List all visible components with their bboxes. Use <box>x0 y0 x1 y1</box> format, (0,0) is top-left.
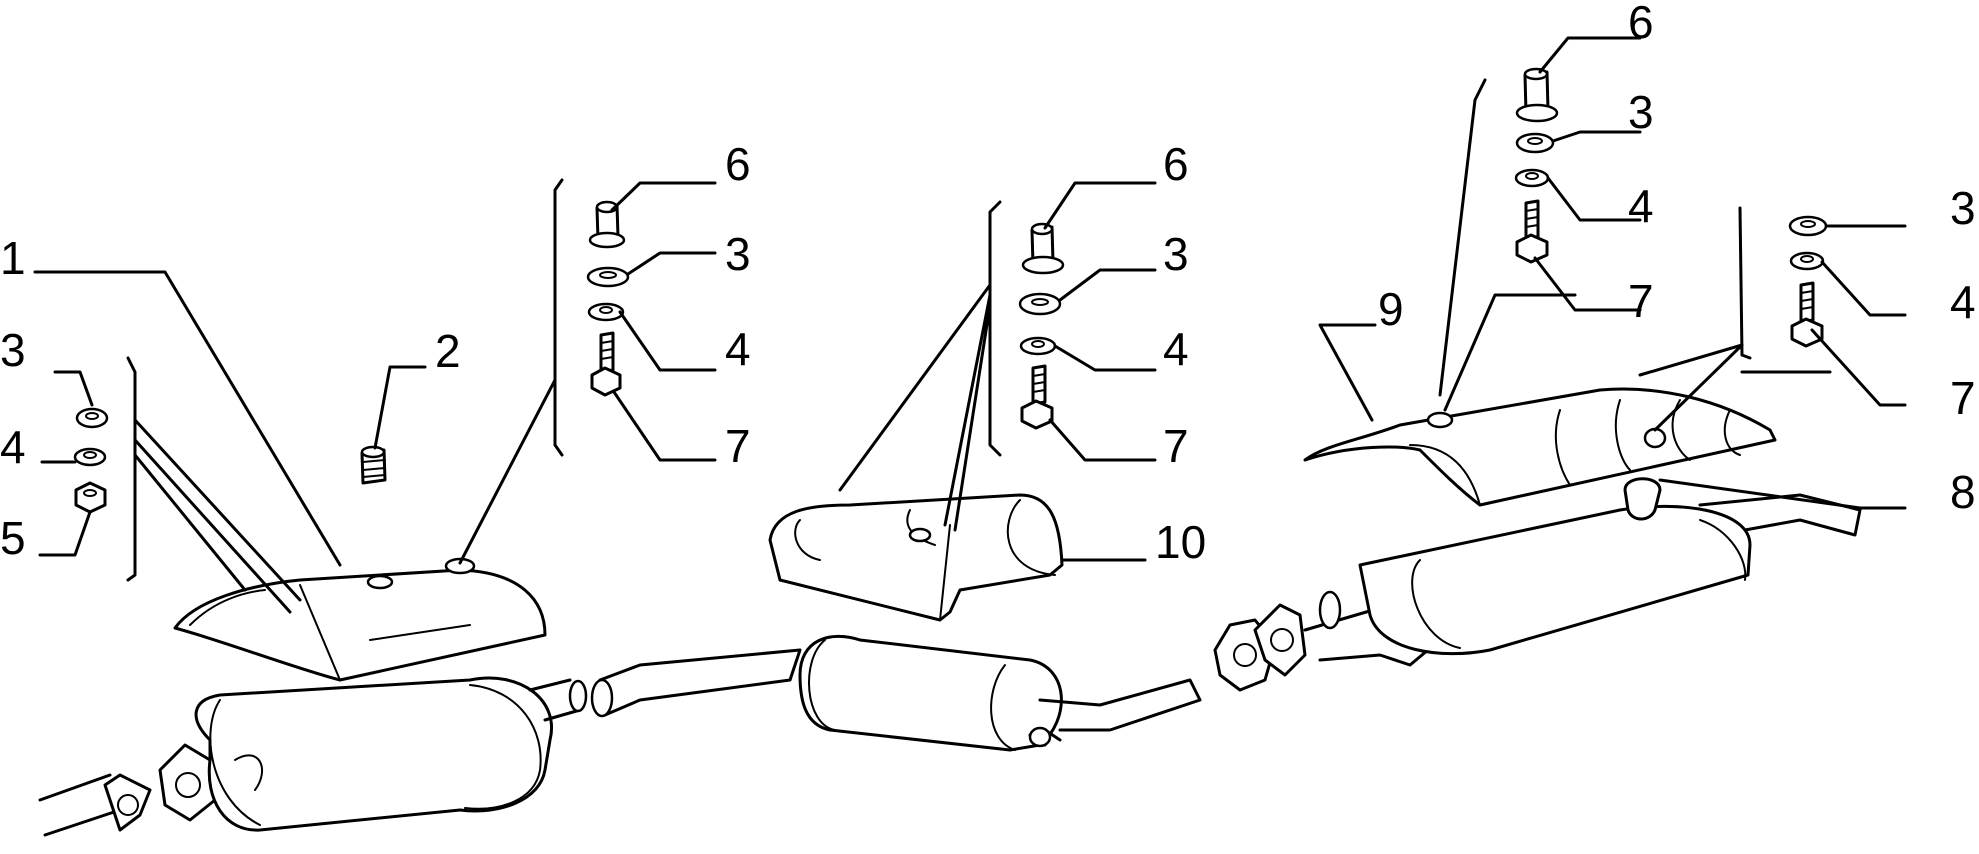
callout-5: 5 <box>0 512 26 564</box>
washer-3-b <box>1018 292 1062 316</box>
callout-6: 6 <box>1628 0 1654 48</box>
left-washer-3 <box>75 407 109 429</box>
bolt-7-b <box>1020 364 1054 430</box>
rear-flange <box>1213 603 1307 692</box>
callout-4: 4 <box>1628 180 1654 232</box>
left-spring-washer-4 <box>73 447 107 467</box>
middle-heat-shield <box>768 493 1064 622</box>
callout-3: 3 <box>1950 182 1976 234</box>
spacer-6-a <box>588 200 626 249</box>
rear-silencer <box>1358 493 1862 656</box>
washer-3-c <box>1515 132 1555 154</box>
callout-7: 7 <box>1950 372 1976 424</box>
callout-7: 7 <box>1163 420 1189 472</box>
callout-7: 7 <box>725 420 751 472</box>
spacer-6-b <box>1021 222 1065 275</box>
callout-6: 6 <box>725 138 751 190</box>
front-heat-shield <box>173 557 547 682</box>
spring-washer-4-b <box>1019 336 1057 356</box>
middle-pipe <box>590 648 802 718</box>
front-silencer <box>194 676 588 832</box>
callout-9: 9 <box>1378 283 1404 335</box>
rubber-plug-8 <box>1623 477 1662 521</box>
front-flange <box>158 743 217 822</box>
bolt-7-c <box>1515 199 1549 264</box>
callout-1: 1 <box>0 232 26 284</box>
callout-4: 4 <box>0 421 26 473</box>
middle-silencer <box>798 634 1202 752</box>
threaded-insert-2 <box>360 445 387 485</box>
bolt-7-a <box>590 331 622 397</box>
left-nut-5 <box>74 481 107 514</box>
callout-7: 7 <box>1628 275 1654 327</box>
callout-3: 3 <box>1163 228 1189 280</box>
callout-6: 6 <box>1163 138 1189 190</box>
spacer-6-c <box>1515 67 1559 123</box>
callout-4: 4 <box>1163 323 1189 375</box>
washer-3-a <box>586 266 630 288</box>
spring-washer-4-a <box>587 302 625 322</box>
callout-2: 2 <box>435 325 461 377</box>
leader-lines <box>33 36 1907 614</box>
callout-10: 10 <box>1155 516 1206 568</box>
spring-washer-4-c <box>1514 168 1550 188</box>
spring-washer-4-d <box>1789 251 1825 271</box>
callout-4: 4 <box>725 323 751 375</box>
callout-3: 3 <box>0 324 26 376</box>
washer-3-d <box>1788 215 1828 237</box>
callout-8: 8 <box>1950 466 1976 518</box>
callout-3: 3 <box>725 228 751 280</box>
callout-labels: 1 3 4 5 2 6 3 4 7 6 3 4 7 10 6 3 4 7 9 3… <box>0 0 1976 568</box>
bolt-7-d <box>1790 281 1824 348</box>
callout-3: 3 <box>1628 86 1654 138</box>
callout-4: 4 <box>1950 276 1976 328</box>
front-exhaust-pipe <box>38 773 152 837</box>
